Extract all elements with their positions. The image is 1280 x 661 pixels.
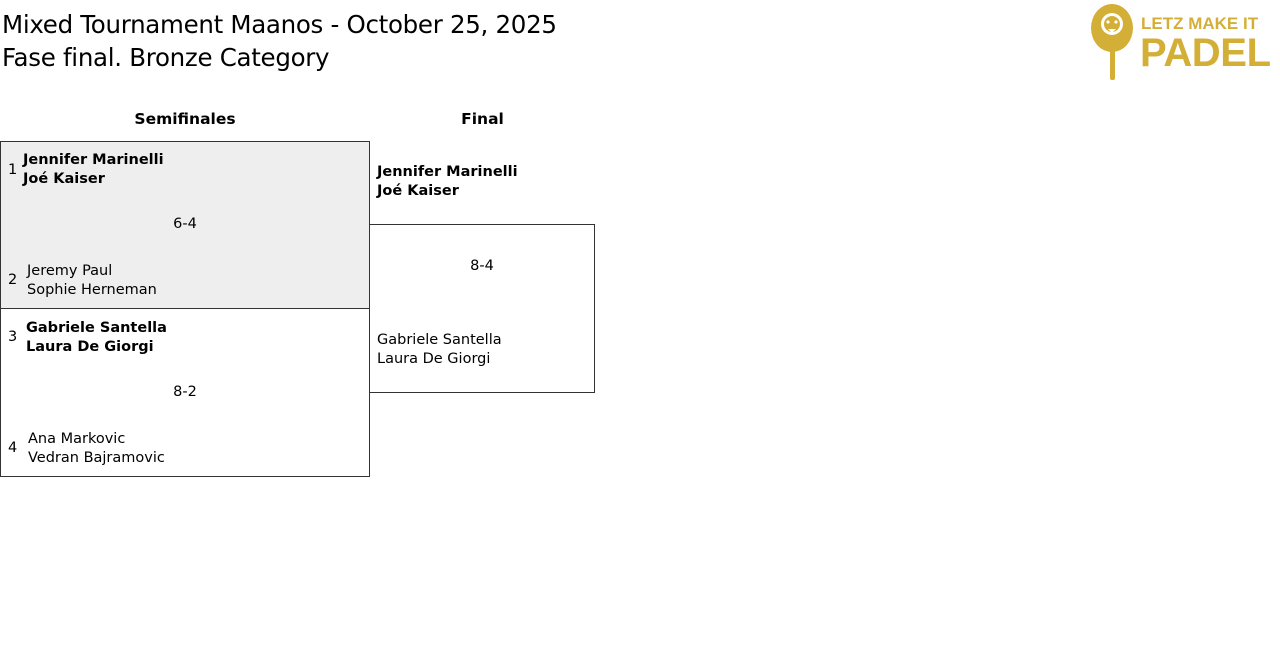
player-name: Jennifer Marinelli (23, 152, 164, 168)
player-name: Gabriele Santella (26, 320, 167, 336)
player-name: Jeremy Paul (27, 263, 113, 279)
player-name: Joé Kaiser (377, 183, 459, 199)
page-title: Mixed Tournament Maanos - October 25, 20… (2, 8, 557, 74)
lion-padel-racket-icon (1091, 4, 1133, 80)
player-name: Vedran Bajramovic (28, 450, 165, 466)
logo-line-2: PADEL (1140, 31, 1271, 75)
logo-line-1: LETZ MAKE IT (1141, 14, 1259, 33)
title-line-1: Mixed Tournament Maanos - October 25, 20… (2, 10, 557, 39)
round-header-semifinales: Semifinales (134, 110, 236, 128)
player-name: Laura De Giorgi (377, 351, 491, 367)
team-winner: Gabriele Santella Laura De Giorgi (26, 319, 167, 357)
team-winner: Jennifer Marinelli Joé Kaiser (23, 151, 164, 189)
match-score: 6-4 (173, 216, 197, 232)
match-score: 8-2 (173, 384, 197, 400)
semifinal-match-2: 3 Gabriele Santella Laura De Giorgi 8-2 … (0, 308, 370, 477)
player-name: Ana Markovic (28, 431, 126, 447)
team-loser: Ana Markovic Vedran Bajramovic (28, 430, 165, 468)
player-name: Sophie Herneman (27, 282, 157, 298)
semifinal-match-1: 1 Jennifer Marinelli Joé Kaiser 6-4 2 Je… (0, 141, 370, 309)
seed-number: 1 (8, 162, 18, 178)
round-header-final: Final (461, 110, 504, 128)
match-score: 8-4 (470, 258, 494, 274)
seed-number: 2 (8, 272, 18, 288)
letz-make-it-padel-logo: LETZ MAKE IT PADEL (1091, 4, 1271, 80)
player-name: Jennifer Marinelli (377, 164, 518, 180)
seed-number: 4 (8, 440, 18, 456)
team-loser: Jeremy Paul Sophie Herneman (27, 262, 157, 300)
player-name: Joé Kaiser (23, 171, 105, 187)
final-team-winner: Jennifer Marinelli Joé Kaiser (377, 163, 518, 201)
player-name: Laura De Giorgi (26, 339, 154, 355)
seed-number: 3 (8, 329, 18, 345)
final-match: 8-4 Gabriele Santella Laura De Giorgi (369, 224, 595, 393)
player-name: Gabriele Santella (377, 332, 502, 348)
title-line-2: Fase final. Bronze Category (2, 43, 330, 72)
final-team-loser: Gabriele Santella Laura De Giorgi (377, 331, 502, 369)
